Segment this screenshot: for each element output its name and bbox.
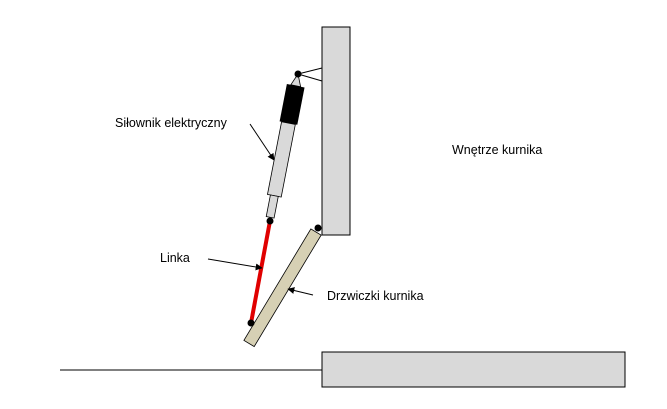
actuator-rod xyxy=(265,194,279,219)
cable-joint-bottom xyxy=(247,319,255,327)
coop-door xyxy=(243,228,322,348)
arrow-cable xyxy=(207,258,263,271)
coop-wall xyxy=(321,26,351,236)
actuator-cylinder xyxy=(266,121,296,198)
actuator-mount xyxy=(297,67,323,82)
label-door: Drzwiczki kurnika xyxy=(327,289,424,303)
door-hinge xyxy=(314,224,322,232)
label-interior: Wnętrze kurnika xyxy=(452,143,542,157)
cable xyxy=(249,220,272,324)
label-cable: Linka xyxy=(160,251,190,265)
arrow-actuator xyxy=(249,123,275,161)
arrow-door xyxy=(287,287,314,296)
pivot-top xyxy=(294,70,302,78)
coop-floor xyxy=(321,351,626,388)
label-actuator: Siłownik elektryczny xyxy=(115,116,228,130)
electric-actuator xyxy=(265,72,305,219)
cable-joint-top xyxy=(266,217,274,225)
actuator-motor xyxy=(279,84,305,125)
